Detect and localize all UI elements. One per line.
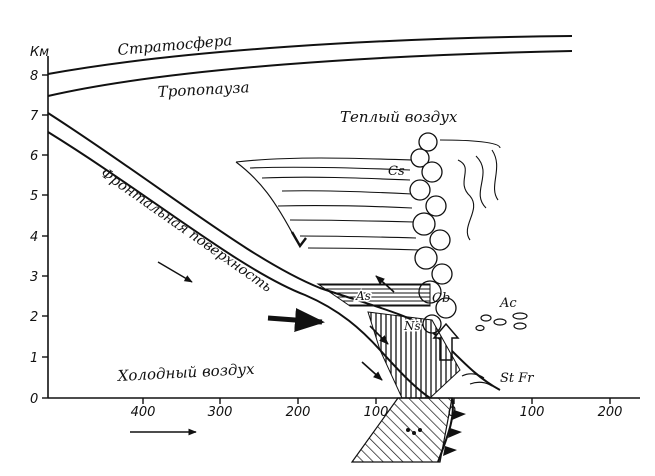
x-axis-ticks [142, 398, 611, 404]
altocumulus-label: Ac [499, 296, 517, 311]
precipitation-markers [406, 428, 422, 435]
tropopause-label: Тропопауза [157, 78, 250, 101]
cirrostratus-label: Cs [388, 164, 405, 179]
cirrostratus-cloud [235, 139, 501, 251]
x-tick-100-left: 100 [364, 405, 389, 420]
y-axis-ticks [42, 74, 48, 399]
x-tick-400: 400 [131, 405, 156, 420]
cold-air-label: Холодный воздух [116, 360, 255, 385]
y-tick-1: 1 [30, 351, 38, 366]
y-tick-3: 3 [30, 270, 38, 285]
altostratus-cloud [316, 283, 431, 307]
frontal-surface-label: Фронтальная поверхность [98, 165, 275, 296]
nimbostratus-label: Ns [403, 319, 421, 333]
cold-front-triangles [443, 410, 466, 456]
altocumulus-cloud [475, 312, 528, 332]
cumulonimbus-label: Cb [432, 291, 450, 306]
warm-air-label: Теплый воздух [340, 108, 458, 126]
cold-front-line [437, 397, 454, 463]
x-tick-200-right: 200 [598, 405, 623, 420]
x-tick-200: 200 [286, 405, 311, 420]
stratus-fractus-cloud [461, 373, 493, 387]
stratosphere-boundary-line [47, 35, 573, 75]
y-tick-4: 4 [30, 230, 38, 245]
y-tick-0: 0 [30, 392, 38, 407]
y-tick-2: 2 [30, 310, 38, 325]
tropopause-line [47, 50, 573, 97]
cumulonimbus-cloud [409, 132, 457, 334]
stratosphere-label: Стратосфера [117, 31, 233, 59]
airflow-arrows [157, 261, 395, 381]
stratus-fractus-label: St Fr [500, 371, 534, 386]
y-tick-5: 5 [30, 189, 38, 204]
x-tick-300: 300 [208, 405, 233, 420]
y-axis-unit: Км [30, 45, 49, 60]
y-tick-6: 6 [30, 149, 38, 164]
y-tick-7: 7 [30, 109, 39, 124]
x-tick-100-right: 100 [520, 405, 545, 420]
y-tick-8: 8 [30, 69, 38, 84]
altostratus-label: As [355, 289, 371, 303]
